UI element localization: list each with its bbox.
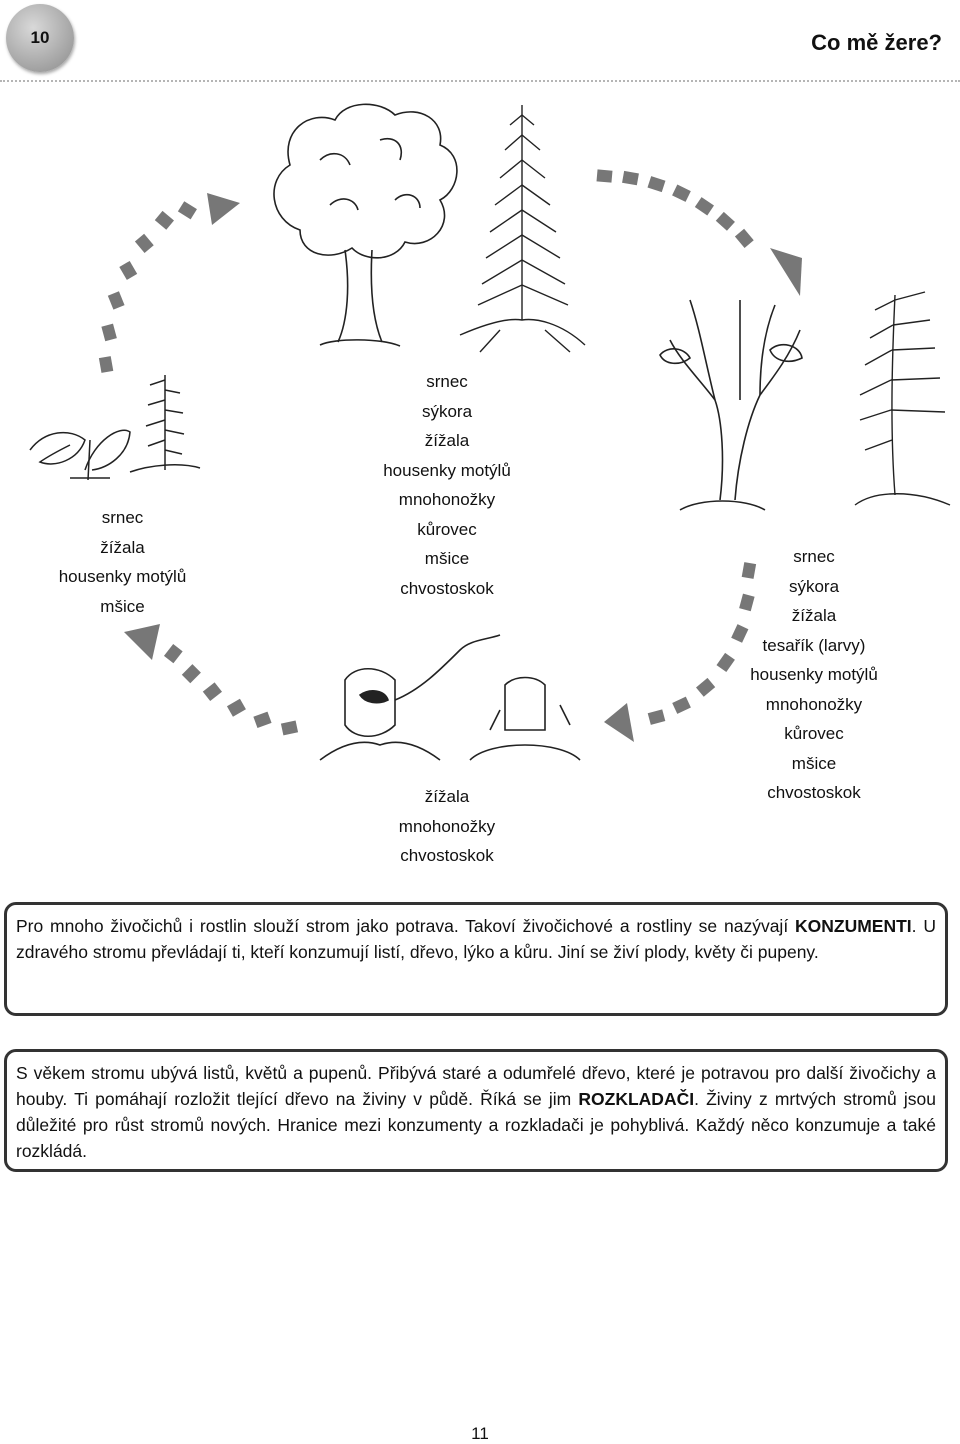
page-title: Co mě žere?: [811, 30, 942, 55]
cycle-arrow-3: [604, 562, 757, 742]
consumer-item: housenky motýlů: [750, 665, 878, 684]
consumer-item: kůrovec: [417, 519, 477, 539]
dead-stump-drawing: [319, 634, 581, 761]
consumer-item: kůrovec: [784, 724, 844, 743]
box1-bold-term: KONZUMENTI: [795, 916, 912, 936]
consumer-item: žížala: [791, 606, 837, 625]
dead-consumers-list: žížala mnohonožky chvostoskok: [366, 782, 528, 871]
consumer-item: žížala: [100, 537, 145, 557]
consumer-item: žížala: [424, 431, 470, 450]
old-consumers-list: srnec sýkora žížala tesařík (larvy) hous…: [733, 542, 895, 808]
life-cycle-illustration: [29, 103, 951, 761]
consumer-item: srnec: [426, 372, 468, 391]
consumer-item: housenky motýlů: [58, 567, 187, 586]
cycle-arrow-1: [98, 193, 240, 373]
consumer-item: mnohonožky: [398, 816, 496, 836]
seedling-consumers-list: srnec žížala housenky motýlů mšice: [40, 503, 205, 621]
page-badge: 10: [6, 4, 74, 72]
consumer-item: tesařík (larvy): [762, 635, 866, 655]
mature-consumers-list: srnec sýkora žížala housenky motýlů mnoh…: [366, 367, 528, 603]
consumer-item: chvostoskok: [400, 578, 494, 598]
cycle-arrow-2: [596, 169, 802, 296]
dotted-divider: [0, 80, 960, 82]
cycle-arrow-4: [124, 624, 299, 736]
mature-spruce-drawing: [459, 105, 586, 353]
seedling-drawing: [29, 375, 201, 481]
old-oak-drawing: [659, 299, 803, 511]
box1-text-1: Pro mnoho živočichů i rostlin slouží str…: [16, 916, 796, 936]
consumer-item: sýkora: [421, 401, 473, 421]
box2-bold-term: ROZKLADAČI: [578, 1089, 695, 1109]
box1-text-2: . U zdravého stromu převládají ti, kteří…: [16, 916, 936, 962]
box2-text-1: S věkem stromu ubývá listů, květů a pupe…: [16, 1063, 936, 1109]
mature-oak-drawing: [273, 103, 458, 347]
page-number: 11: [471, 1424, 489, 1443]
consumer-item: srnec: [793, 547, 835, 566]
consumer-item: mnohonožky: [398, 490, 496, 509]
consumer-item: mšice: [791, 753, 837, 773]
consumer-item: mšice: [424, 549, 470, 568]
consumer-item: žížala: [424, 787, 470, 806]
box2-text-2: . Živiny z mrtvých stromů jsou důležité …: [16, 1089, 936, 1161]
consumer-item: housenky motýlů: [383, 460, 511, 480]
consumer-item: srnec: [101, 508, 144, 527]
consumers-info-box: Pro mnoho živočichů i rostlin slouží str…: [4, 902, 948, 1016]
old-spruce-drawing: [854, 291, 951, 506]
decomposers-info-box: S věkem stromu ubývá listů, květů a pupe…: [4, 1049, 948, 1172]
consumer-item: sýkora: [788, 576, 840, 596]
consumer-item: chvostoskok: [767, 783, 861, 802]
consumer-item: mšice: [100, 596, 145, 616]
consumer-item: mnohonožky: [765, 694, 863, 714]
consumer-item: chvostoskok: [400, 846, 494, 865]
